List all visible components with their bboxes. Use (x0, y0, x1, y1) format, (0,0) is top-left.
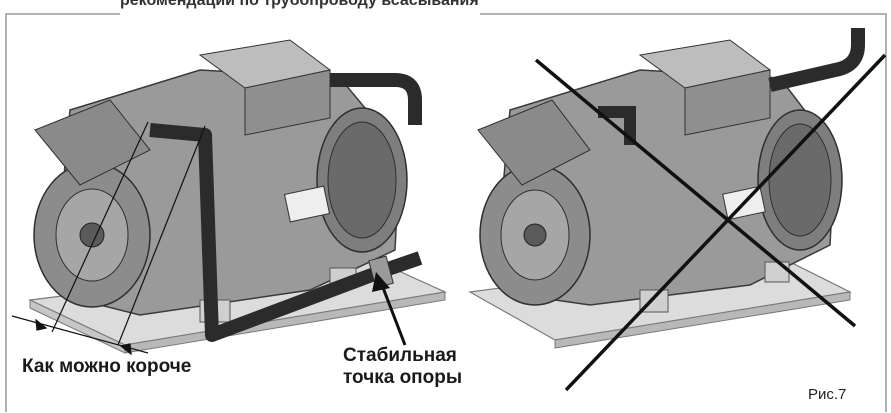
caption-line-2: точка опоры (343, 367, 463, 388)
caption-as-short-as-possible: Как можно короче (22, 356, 192, 377)
caption-stable-support-point: Стабильная точка опоры (343, 345, 462, 389)
arrow-up-right-icon (372, 272, 407, 346)
suction-pipe-left (149, 123, 423, 342)
compressor-right (468, 28, 865, 349)
compressor-left (27, 39, 448, 354)
panel-frame (5, 13, 887, 412)
figure-number: Рис.7 (808, 386, 847, 403)
dimension-lines (11, 121, 206, 356)
page-heading: рекомендации по трубопроводу всасывания (120, 0, 479, 9)
cross-out-icon (534, 53, 887, 392)
caption-line-1: Стабильная (343, 345, 457, 366)
